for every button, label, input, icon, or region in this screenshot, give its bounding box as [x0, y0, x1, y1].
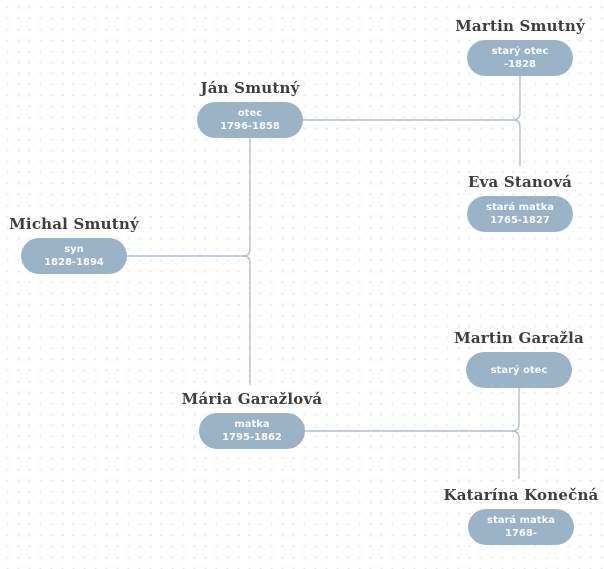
person-node-jan-smutny: Ján Smutný otec 1796-1858: [165, 78, 335, 138]
person-name: Katarína Konečná: [443, 486, 599, 504]
person-node-maria-garazlova: Mária Garažlová matka 1795-1862: [167, 389, 337, 449]
person-name: Mária Garažlová: [181, 390, 323, 408]
person-node-martin-garazla: Martin Garažla starý otec: [434, 328, 604, 388]
person-pill-michal-smutny[interactable]: syn 1828-1894: [21, 238, 127, 274]
person-relation: stará matka: [486, 202, 554, 213]
person-relation: matka: [234, 419, 270, 430]
connector-maria-to-katarina-konecna: [511, 430, 520, 479]
person-name: Michal Smutný: [9, 215, 139, 233]
person-name: Martin Garažla: [454, 329, 584, 347]
person-dates: -1828: [504, 59, 536, 70]
person-node-michal-smutny: Michal Smutný syn 1828-1894: [0, 214, 159, 274]
person-pill-martin-smutny[interactable]: starý otec -1828: [467, 40, 573, 76]
connector-michal-to-maria-garazlova: [242, 255, 251, 385]
person-node-katarina-konecna: Katarína Konečná stará matka 1768-: [436, 485, 604, 545]
connector-michal-to-jan-smutny: [242, 138, 251, 257]
connector-jan-to-eva-stanova: [512, 119, 521, 166]
person-dates: 1796-1858: [220, 121, 280, 132]
person-relation: otec: [237, 108, 263, 119]
person-name: Eva Stanová: [467, 173, 573, 191]
person-pill-eva-stanova[interactable]: stará matka 1765-1827: [467, 196, 573, 232]
person-dates: 1828-1894: [44, 257, 104, 268]
person-relation: starý otec: [491, 46, 549, 57]
person-relation: starý otec: [490, 364, 548, 376]
person-name: Ján Smutný: [200, 79, 300, 97]
connector-maria-to-martin-garazla: [511, 388, 520, 432]
person-pill-jan-smutny[interactable]: otec 1796-1858: [197, 102, 303, 138]
person-node-eva-stanova: Eva Stanová stará matka 1765-1827: [435, 172, 604, 232]
person-relation: syn: [64, 244, 84, 255]
person-node-martin-smutny: Martin Smutný starý otec -1828: [435, 16, 604, 76]
person-relation: stará matka: [487, 515, 555, 526]
person-pill-maria-garazlova[interactable]: matka 1795-1862: [199, 413, 305, 449]
person-dates: 1768-: [505, 528, 537, 539]
person-pill-katarina-konecna[interactable]: stará matka 1768-: [468, 509, 574, 545]
person-dates: 1765-1827: [490, 215, 550, 226]
person-name: Martin Smutný: [455, 17, 585, 35]
person-pill-martin-garazla[interactable]: starý otec: [466, 352, 572, 388]
person-dates: 1795-1862: [222, 432, 282, 443]
connector-jan-to-martin-smutny: [512, 76, 521, 121]
